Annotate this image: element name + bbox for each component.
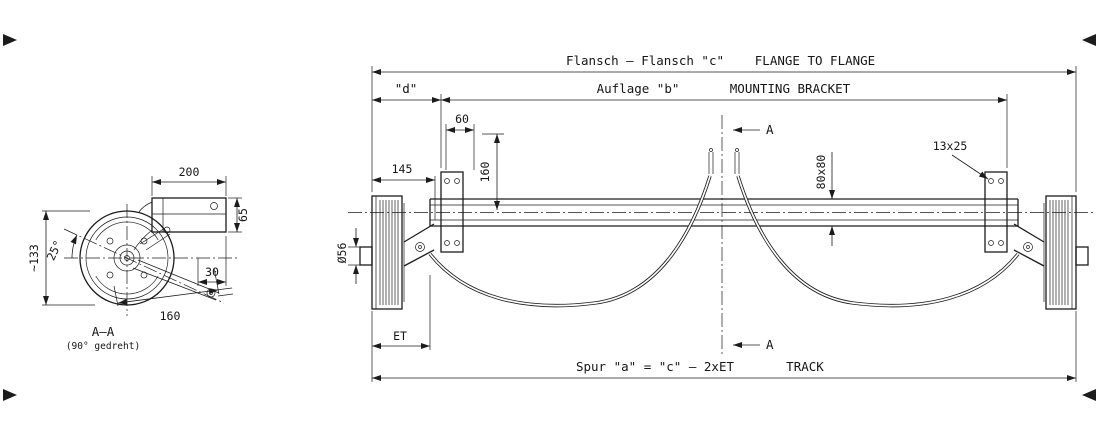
dim-label-et: ET (393, 329, 407, 343)
section-note: (90° gedreht) (66, 341, 140, 352)
frame-mark (1082, 389, 1096, 401)
section-arrow-top: A (733, 122, 774, 137)
brake-cable-left (428, 148, 714, 308)
dim-label-25deg: 25° (44, 238, 65, 263)
dim-160-bracket: 160 (478, 133, 504, 210)
dim-80x80: 80x80 (814, 152, 835, 246)
brake-linkage (139, 226, 171, 251)
spindle-stub-left (359, 246, 373, 266)
dim-label-d: "d" (395, 81, 418, 96)
section-caption: A–A (90° gedreht) (66, 324, 140, 352)
dim-flange-to-flange: Flansch – Flansch "c" FLANGE TO FLANGE (371, 53, 1077, 192)
dim-label-track-en: TRACK (786, 359, 824, 374)
dim-60: 60 (445, 112, 475, 170)
dim-dia-56: Ø56 (335, 228, 360, 284)
dim-13x25: 13x25 (933, 139, 989, 180)
dim-et: ET (371, 275, 431, 382)
dim-label-60: 60 (455, 112, 469, 126)
section-arrow-bottom: A (733, 337, 774, 352)
dim-25deg: 25° (44, 234, 78, 263)
dim-label-160-lever: 160 (160, 309, 181, 323)
trailing-arm-left (403, 223, 435, 267)
dim-label-flange-en: FLANGE TO FLANGE (755, 53, 875, 68)
section-centerline-25deg (63, 228, 225, 304)
dim-label-dia-56: Ø56 (335, 243, 349, 264)
brake-drum-right (1043, 195, 1089, 310)
bracket-profile (133, 197, 227, 251)
dim-200: 200 (151, 165, 227, 196)
dim-label-80x80: 80x80 (814, 155, 828, 190)
dim-label-bracket-de: Auflage "b" (597, 81, 680, 96)
dim-133: ~133 (27, 210, 95, 306)
section-arrow-top-label: A (766, 122, 774, 137)
main-view: Flansch – Flansch "c" FLANGE TO FLANGE "… (335, 53, 1096, 382)
dim-label-30: 30 (205, 265, 219, 279)
dim-label-track-de: Spur "a" = "c" – 2xET (576, 359, 735, 374)
dim-d-and-bracket: "d" Auflage "b" MOUNTING BRACKET (372, 81, 1008, 168)
dim-145: 145 (372, 162, 436, 220)
dim-label-133: ~133 (27, 244, 41, 272)
dim-track: Spur "a" = "c" – 2xET TRACK (372, 311, 1077, 382)
dim-label-bracket-en: MOUNTING BRACKET (730, 81, 851, 96)
dim-30: 30 (197, 236, 227, 286)
mounting-flange-right (984, 171, 1008, 253)
frame-mark (1082, 34, 1096, 46)
frame-mark (3, 34, 17, 46)
frame-mark (3, 389, 17, 401)
dim-label-65: 65 (236, 208, 250, 222)
section-view-a-a: 200 65 ~133 25° 30 160 (27, 165, 250, 352)
axle-tube (429, 198, 1019, 227)
mounting-flange-left (440, 171, 464, 253)
dim-label-200: 200 (179, 165, 200, 179)
dim-label-145: 145 (392, 162, 413, 176)
brake-drum-left (359, 195, 405, 310)
dim-label-160-bracket: 160 (478, 162, 492, 183)
spindle-stub-right (1075, 246, 1089, 266)
section-title: A–A (92, 324, 115, 339)
dim-label-13x25: 13x25 (933, 139, 968, 153)
dim-160-lever: 160 (113, 267, 220, 323)
dim-label-flange-de: Flansch – Flansch "c" (566, 53, 724, 68)
frame-marks (3, 34, 1096, 401)
brake-cable-right (734, 148, 1020, 308)
section-arrow-bottom-label: A (766, 337, 774, 352)
dim-65: 65 (228, 197, 250, 233)
trailing-arm-right (1013, 223, 1045, 267)
